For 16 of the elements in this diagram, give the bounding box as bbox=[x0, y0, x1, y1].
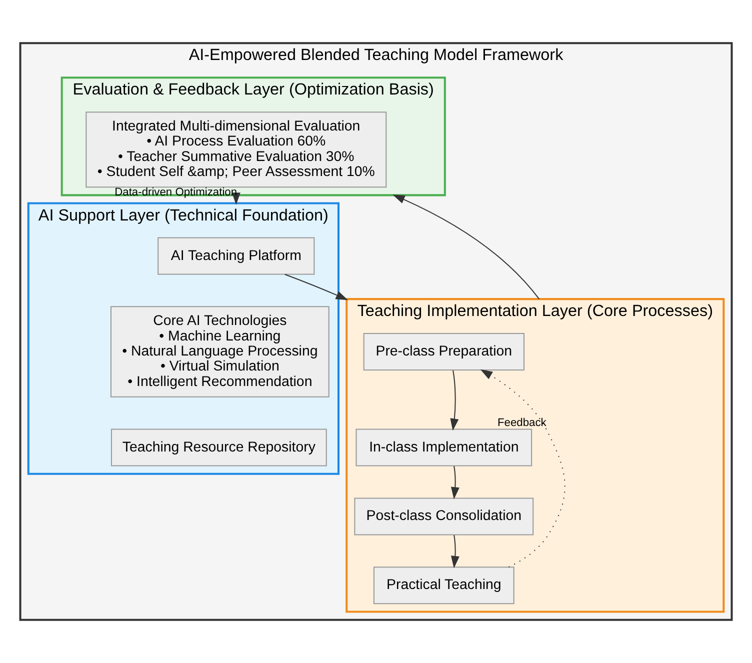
edge-label: Feedback bbox=[498, 417, 546, 430]
arrow bbox=[232, 192, 240, 205]
arrow bbox=[450, 370, 459, 431]
arrow bbox=[284, 274, 348, 300]
arrow bbox=[480, 369, 566, 568]
node-box: Pre-class Preparation bbox=[363, 333, 524, 371]
arrow bbox=[450, 534, 460, 568]
node-box: Teaching Resource Repository bbox=[110, 428, 327, 466]
node-box: Practical Teaching bbox=[373, 566, 514, 604]
node-box: Post-class Consolidation bbox=[354, 498, 534, 536]
arrow bbox=[392, 194, 540, 300]
node-box: Core AI Technologies • Machine Learning • Natural Language Processing • Virtual Simulation • Intelligent Recommendation bbox=[110, 306, 330, 398]
node-box: AI Teaching Platform bbox=[158, 237, 315, 275]
node-box: Integrated Multi-dimensional Evaluation • AI Process Evaluation 60% • Teacher Summative Evaluation 30% • Student Self &amp; Peer Assessment 10% bbox=[86, 112, 387, 188]
node-box: In-class Implementation bbox=[356, 428, 532, 466]
arrow bbox=[450, 466, 460, 500]
